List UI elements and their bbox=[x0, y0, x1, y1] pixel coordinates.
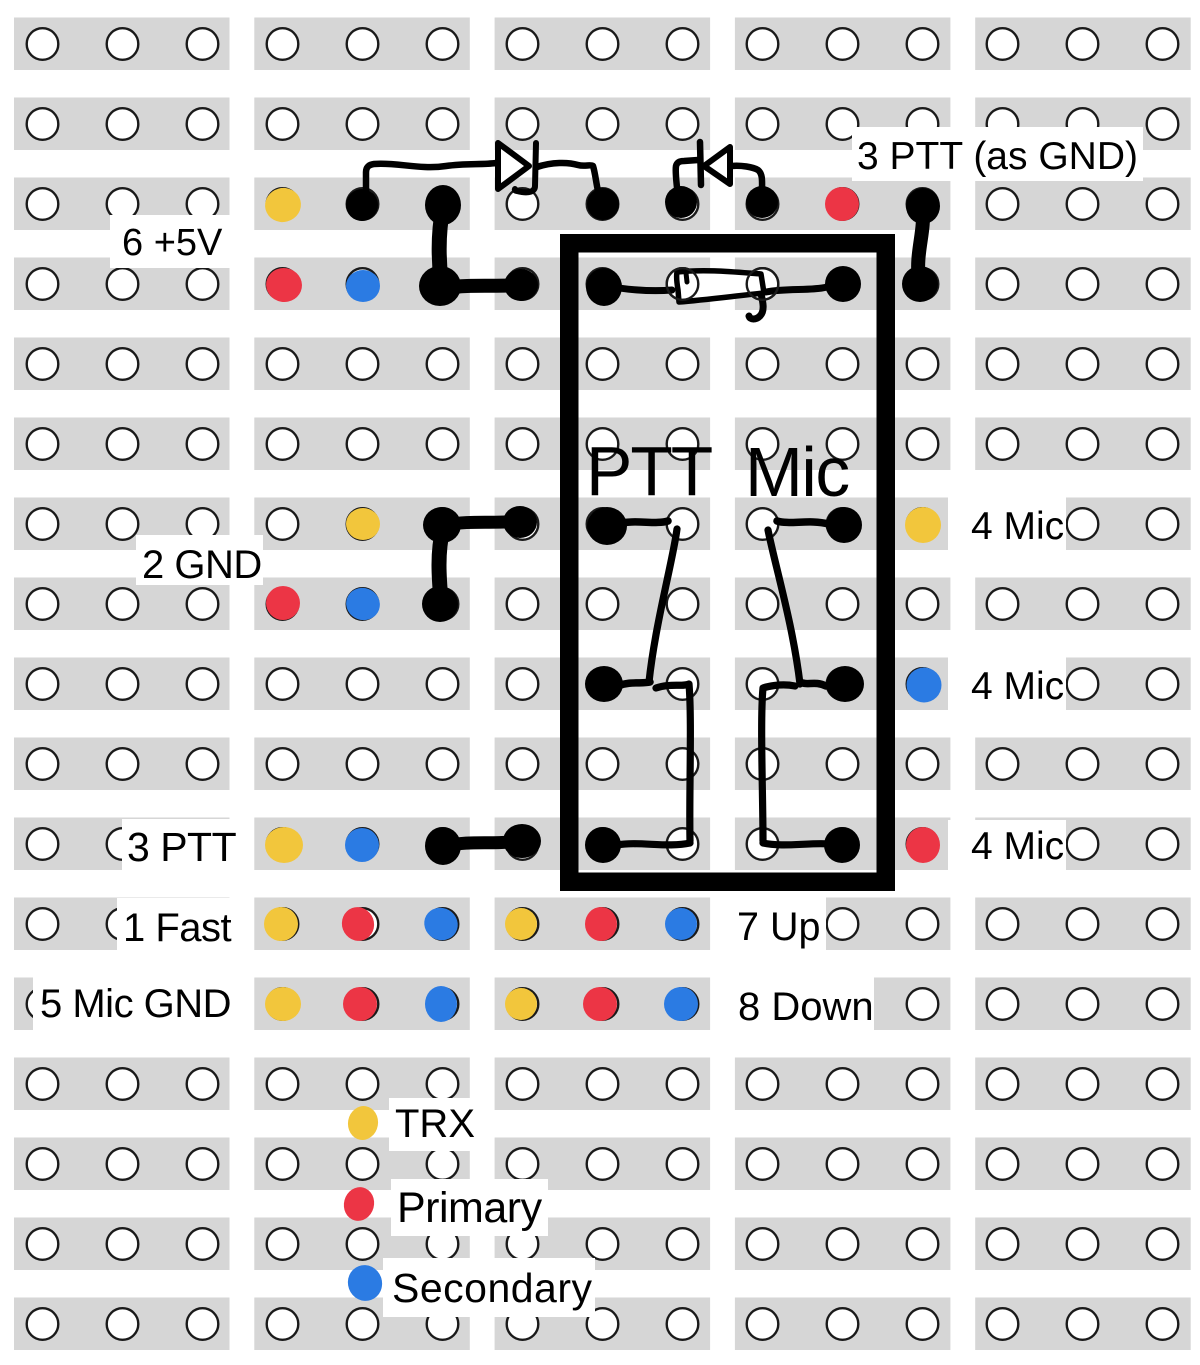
svg-text:PTT: PTT bbox=[586, 432, 712, 510]
svg-text:3 PTT: 3 PTT bbox=[127, 824, 237, 870]
svg-text:Mic: Mic bbox=[745, 433, 849, 511]
svg-text:7 Up: 7 Up bbox=[737, 905, 820, 949]
svg-text:TRX: TRX bbox=[395, 1102, 475, 1146]
svg-text:8 Down: 8 Down bbox=[738, 985, 874, 1029]
svg-text:5 Mic GND: 5 Mic GND bbox=[40, 982, 231, 1026]
svg-text:3 PTT (as GND): 3 PTT (as GND) bbox=[857, 135, 1138, 178]
svg-text:2 GND: 2 GND bbox=[142, 543, 262, 587]
svg-text:6 +5V: 6 +5V bbox=[122, 222, 223, 264]
svg-text:Secondary: Secondary bbox=[392, 1265, 593, 1311]
svg-text:4 Mic: 4 Mic bbox=[971, 825, 1064, 868]
svg-text:4 Mic: 4 Mic bbox=[971, 505, 1064, 548]
svg-text:1 Fast: 1 Fast bbox=[123, 906, 232, 950]
svg-text:Primary: Primary bbox=[397, 1184, 543, 1232]
svg-text:4 Mic: 4 Mic bbox=[971, 665, 1064, 708]
